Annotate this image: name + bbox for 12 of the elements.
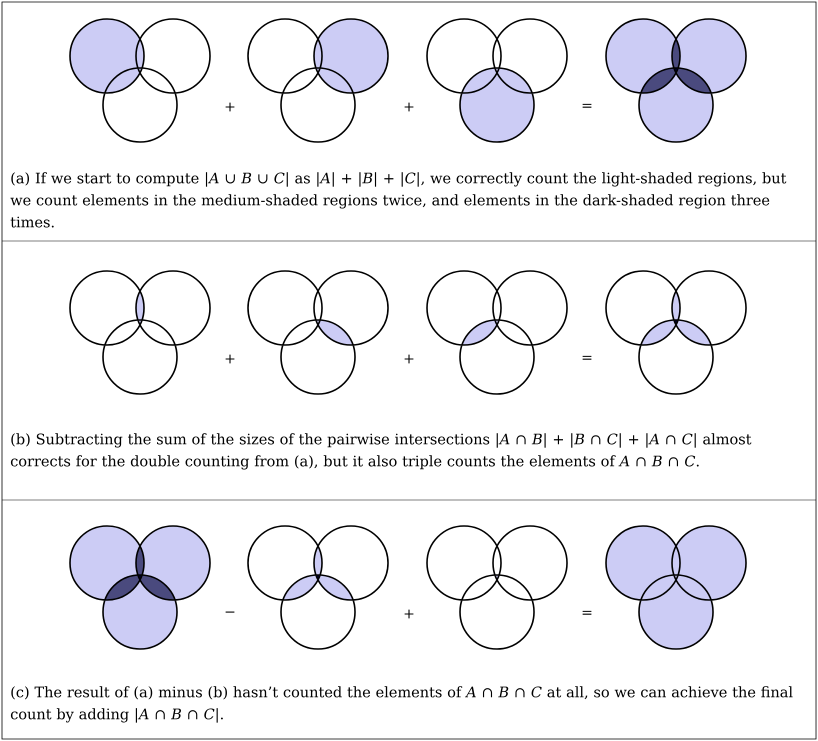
operator: − bbox=[226, 612, 234, 613]
caption: (b) Subtracting the sum of the sizes of the pairwise intersections |A ∩ B| + |B ∩ C| + |A ∩ C| almost corrects for the double counting from (a), but it also triple counts the elements of A ∩ B ∩ C. bbox=[10, 433, 752, 470]
operator: = bbox=[582, 104, 592, 108]
operator: + bbox=[226, 354, 234, 364]
caption: (c) The result of (a) minus (b) hasn’t counted the elements of A ∩ B ∩ C at all, so we can achieve the final count by adding |A ∩ B ∩ C|. bbox=[10, 686, 793, 723]
operator: + bbox=[404, 102, 414, 112]
caption: (a) If we start to compute |A ∪ B ∪ C| as |A| + |B| + |C|, we correctly count the light-shaded regions, but we count elements in the medium-shaded regions twice, and elements in the dark-shaded region three times. bbox=[10, 172, 786, 228]
operator: + bbox=[226, 102, 234, 112]
operator: = bbox=[582, 610, 592, 615]
operator: + bbox=[404, 354, 414, 364]
operator: = bbox=[582, 356, 592, 360]
operator: + bbox=[404, 610, 414, 618]
